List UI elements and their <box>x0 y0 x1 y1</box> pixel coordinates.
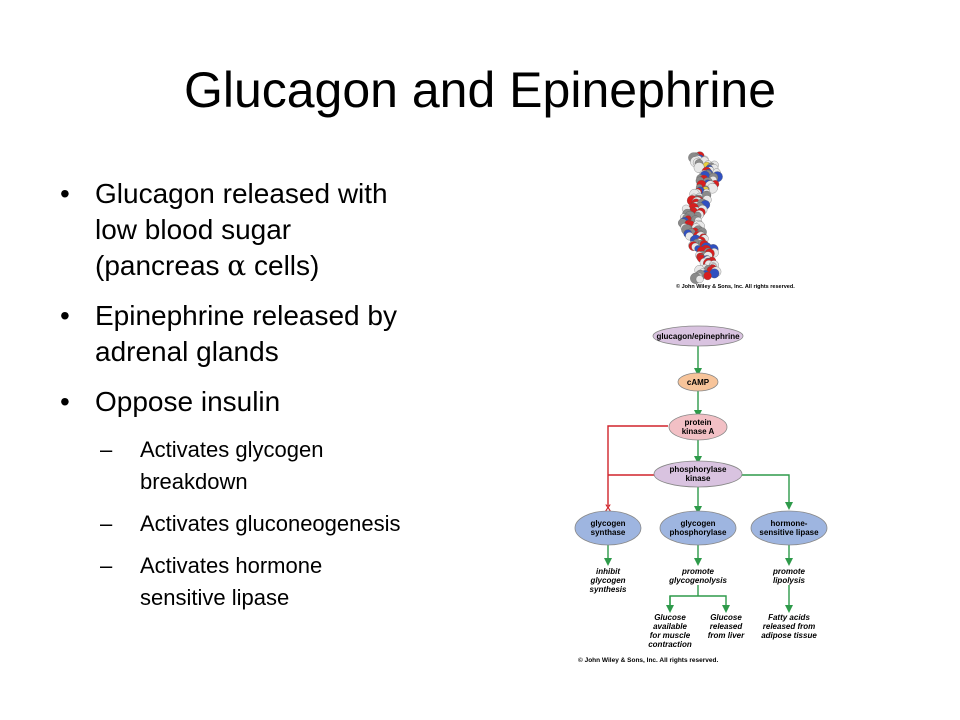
subbullet-text-line: Activates glycogen <box>140 437 324 462</box>
node-label: glycogen <box>590 519 625 528</box>
outcome-text: contraction <box>648 640 692 649</box>
bullet-text-line: (pancreas <box>95 250 228 281</box>
subbullet-hormone-lipase: – Activates hormone sensitive lipase <box>60 550 460 614</box>
node-label: kinase <box>686 474 711 483</box>
subbullet-dash: – <box>100 553 113 578</box>
pathway-copyright: © John Wiley & Sons, Inc. All rights res… <box>578 656 718 664</box>
bullet-oppose-insulin: • Oppose insulin <box>60 384 460 420</box>
outcome-text: Glucose <box>710 613 742 622</box>
node-label: glucagon/epinephrine <box>656 332 740 341</box>
inhibit-x-mark: X <box>605 503 611 513</box>
node-glucagon-epinephrine <box>652 325 744 347</box>
node-protein-kinase-a <box>668 413 728 441</box>
atom-sphere <box>695 275 704 284</box>
outcome-text: for muscle <box>650 631 691 640</box>
subbullet-text-line: Activates hormone <box>140 553 323 578</box>
subbullet-dash: – <box>100 437 113 462</box>
arrow-phk-to-hsl <box>742 474 793 510</box>
node-label: glycogen <box>680 519 715 528</box>
subbullet-gluconeogenesis: – Activates gluconeogenesis <box>60 508 460 540</box>
bullet-dot: • <box>60 386 70 417</box>
outcome-text: Glucose <box>654 613 686 622</box>
subbullet-text-line: Activates gluconeogenesis <box>140 511 401 536</box>
bullet-text-line: low blood sugar <box>95 214 292 245</box>
bullet-list: • Glucagon released with low blood sugar… <box>60 176 460 624</box>
inhibit-line-pka <box>607 425 668 506</box>
effect-text: promote <box>681 567 715 576</box>
molecule-copyright: © John Wiley & Sons, Inc. All rights res… <box>676 283 795 290</box>
bullet-text-line: cells) <box>246 250 320 281</box>
signaling-pathway-diagram: X glucagon/epinephrine cAMP protein kina… <box>574 325 828 664</box>
bullet-glucagon: • Glucagon released with low blood sugar… <box>60 176 460 284</box>
node-label: sensitive lipase <box>759 528 819 537</box>
bullet-text-line: Epinephrine released by <box>95 300 397 331</box>
bullet-dot: • <box>60 300 70 331</box>
molecule-atoms <box>678 151 723 284</box>
node-camp <box>677 372 719 392</box>
effect-text: lipolysis <box>773 576 806 585</box>
subbullet-text-line: breakdown <box>140 469 248 494</box>
alpha-symbol: α <box>227 249 247 282</box>
atom-sphere <box>703 271 712 281</box>
outcome-text: adipose tissue <box>761 631 817 640</box>
effect-text: inhibit <box>596 567 620 576</box>
node-label: protein <box>684 418 711 427</box>
subbullet-glycogen-breakdown: – Activates glycogen breakdown <box>60 434 460 498</box>
bullet-text-line: adrenal glands <box>95 336 279 367</box>
subbullet-dash: – <box>100 511 113 536</box>
bullet-dot: • <box>60 178 70 209</box>
node-glycogen-synthase <box>574 510 642 546</box>
effect-text: synthesis <box>590 585 627 594</box>
outcome-text: released <box>710 622 744 631</box>
glucagon-molecule-image: © John Wiley & Sons, Inc. All rights res… <box>676 151 795 290</box>
outcome-text: Fatty acids <box>768 613 810 622</box>
effect-text: glycogenolysis <box>668 576 727 585</box>
slide-title: Glucagon and Epinephrine <box>183 62 777 118</box>
node-phosphorylase-kinase <box>653 460 743 488</box>
node-label: synthase <box>591 528 626 537</box>
bullet-epinephrine: • Epinephrine released by adrenal glands <box>60 298 460 370</box>
subbullet-text-line: sensitive lipase <box>140 585 290 610</box>
effect-text: glycogen <box>589 576 625 585</box>
node-label: hormone- <box>771 519 808 528</box>
outcome-text: available <box>653 622 687 631</box>
node-label: phosphorylase <box>670 465 727 474</box>
node-glycogen-phosphorylase <box>659 510 737 546</box>
outcome-text: released from <box>763 622 815 631</box>
effect-text: promote <box>772 567 806 576</box>
node-label: kinase A <box>682 427 715 436</box>
bullet-text-line: Oppose insulin <box>95 386 281 417</box>
arrow-to-liver <box>669 595 730 613</box>
outcome-text: from liver <box>708 631 745 640</box>
node-hormone-sensitive-lipase <box>750 510 828 546</box>
node-label: cAMP <box>687 378 710 387</box>
node-label: phosphorylase <box>670 528 727 537</box>
bullet-text-line: Glucagon released with <box>95 178 388 209</box>
